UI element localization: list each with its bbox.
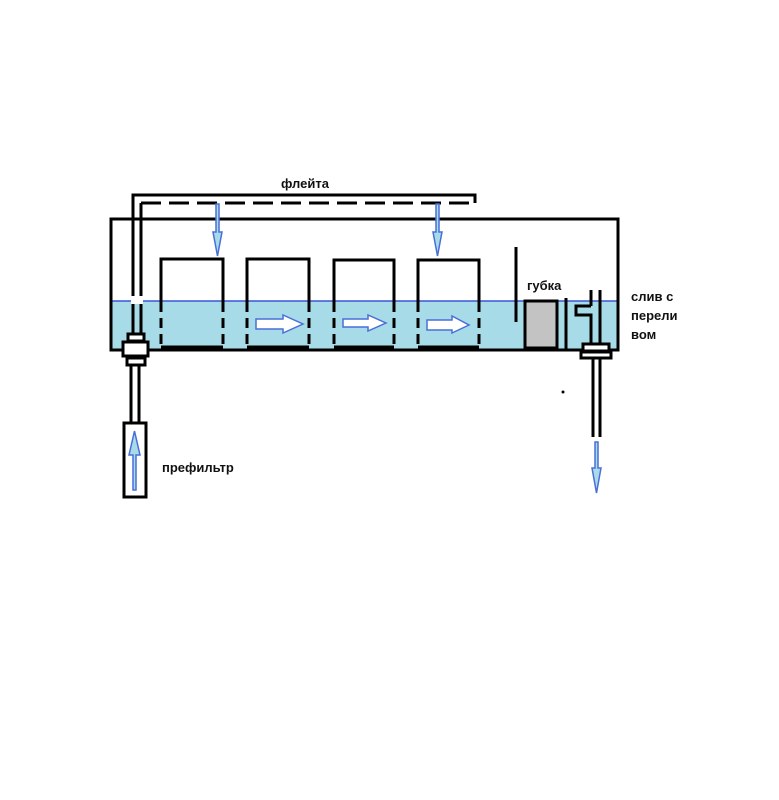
overflow-label-line3: вом bbox=[631, 327, 656, 342]
sponge bbox=[523, 299, 559, 350]
stray-dot bbox=[561, 390, 565, 394]
compartment-2 bbox=[245, 257, 311, 349]
sponge-label: губка bbox=[527, 278, 562, 293]
down-arrow-icon bbox=[432, 203, 443, 257]
compartment-3 bbox=[332, 258, 396, 349]
compartment-4 bbox=[416, 258, 481, 349]
prefilter-label: префильтр bbox=[162, 460, 234, 475]
right-arrow-icon bbox=[255, 313, 305, 335]
flute-label: флейта bbox=[281, 176, 330, 191]
right-arrow-icon bbox=[342, 313, 388, 333]
down-arrow-icon bbox=[212, 203, 223, 257]
right-arrow-icon bbox=[426, 314, 471, 335]
compartment-1 bbox=[159, 257, 225, 349]
up-arrow-icon bbox=[128, 430, 141, 491]
overflow-label-line1: слив с bbox=[631, 289, 673, 304]
inlet-valve bbox=[121, 332, 150, 367]
tank bbox=[109, 217, 620, 352]
overflow-label-line2: перели bbox=[631, 308, 678, 323]
flute-pipe bbox=[131, 193, 477, 340]
compartments bbox=[159, 257, 481, 349]
down-arrow-icon bbox=[591, 441, 602, 494]
overflow-drain bbox=[574, 290, 613, 437]
